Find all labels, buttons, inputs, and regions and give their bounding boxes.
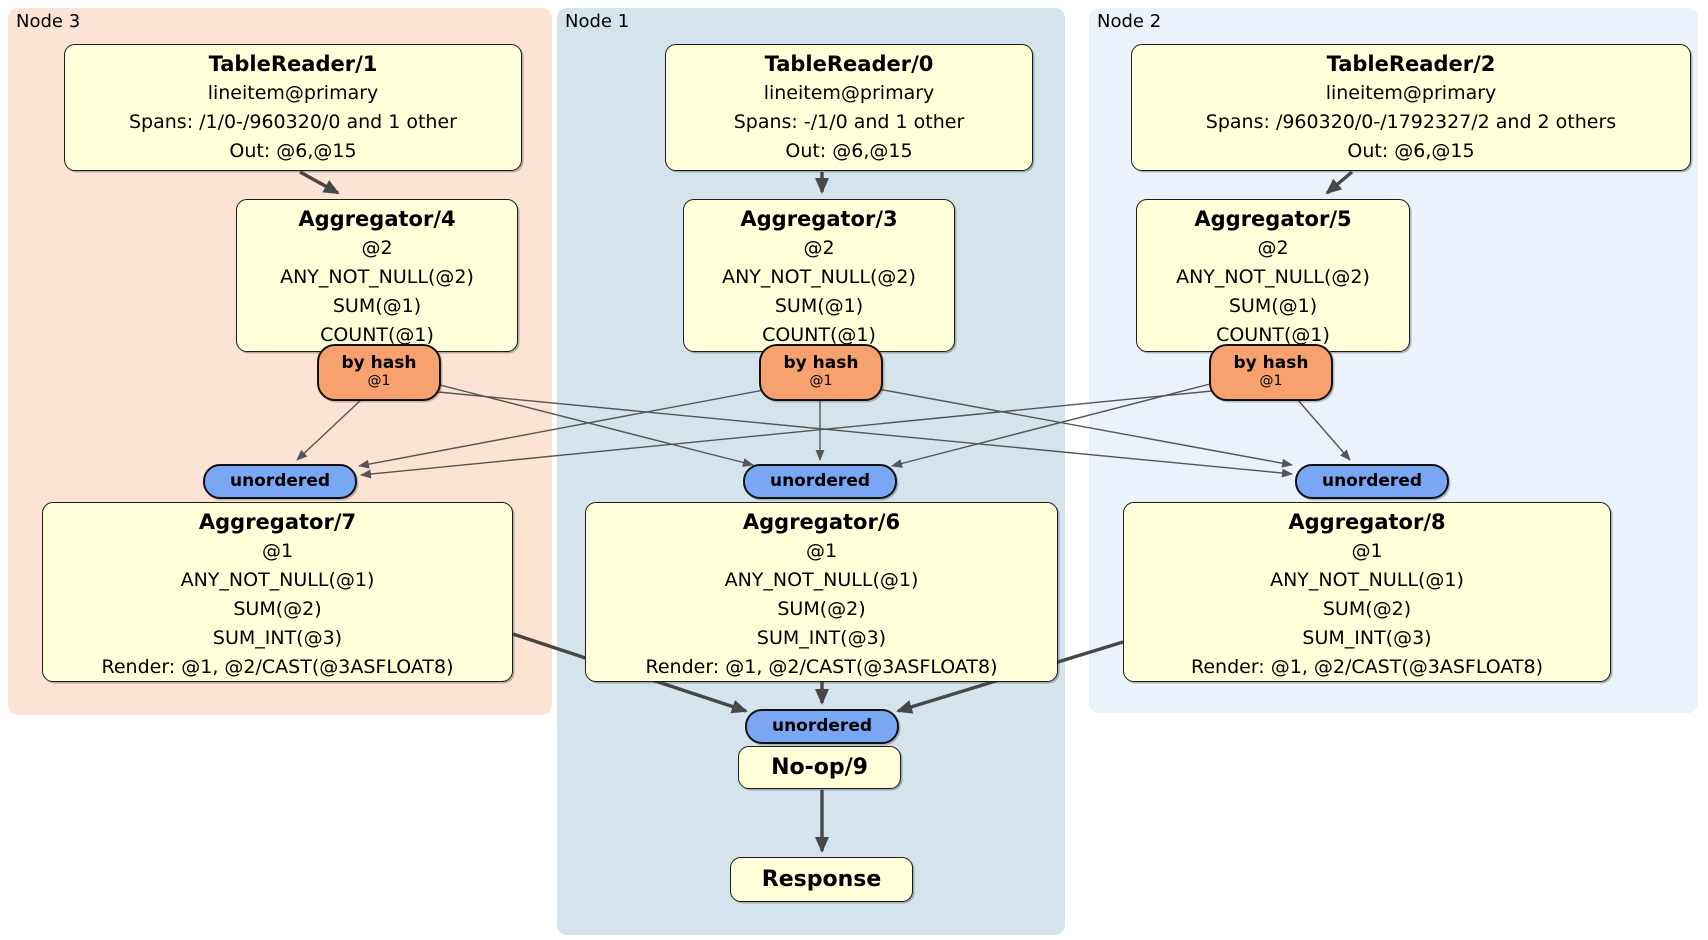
- stream-sync-unordered-final: unordered: [745, 709, 899, 744]
- processor-title: Response: [761, 867, 882, 892]
- processor-aggregator-6: Aggregator/6 @1 ANY_NOT_NULL(@1) SUM(@2)…: [585, 502, 1058, 682]
- edge-router4-stream-left: [296, 398, 363, 461]
- processor-detail: SUM_INT(@3): [212, 627, 343, 649]
- processor-detail: @2: [1257, 237, 1289, 259]
- processor-title: No-op/9: [771, 755, 868, 780]
- processor-detail: SUM(@1): [332, 295, 422, 317]
- processor-tablereader-0: TableReader/0 lineitem@primary Spans: -/…: [665, 44, 1033, 171]
- processor-detail: SUM_INT(@3): [756, 627, 887, 649]
- edge-router5-stream-right: [1296, 398, 1351, 461]
- processor-detail: SUM_INT(@3): [1302, 627, 1432, 649]
- processor-detail: ANY_NOT_NULL(@1): [180, 569, 375, 591]
- router-hash-key: @1: [1259, 373, 1283, 389]
- processor-detail: @1: [261, 540, 294, 562]
- processor-detail: ANY_NOT_NULL(@2): [1176, 266, 1370, 288]
- processor-tablereader-1: TableReader/1 lineitem@primary Spans: /1…: [64, 44, 522, 171]
- processor-detail: Out: @6,@15: [1347, 140, 1475, 162]
- processor-detail: lineitem@primary: [207, 82, 379, 104]
- edge-router3-stream-right: [877, 388, 1293, 468]
- router-by-hash-4: by hash @1: [317, 344, 441, 401]
- processor-aggregator-7: Aggregator/7 @1 ANY_NOT_NULL(@1) SUM(@2)…: [42, 502, 513, 682]
- processor-detail: SUM(@2): [1322, 598, 1412, 620]
- processor-detail: @2: [803, 237, 835, 259]
- stream-sync-unordered-right: unordered: [1295, 464, 1449, 499]
- processor-detail: SUM(@2): [233, 598, 322, 620]
- processor-detail: @2: [361, 237, 393, 259]
- processor-detail: COUNT(@1): [762, 324, 876, 346]
- stream-sync-unordered-middle: unordered: [743, 464, 897, 499]
- processor-detail: Render: @1, @2/CAST(@3ASFLOAT8): [101, 656, 454, 678]
- processor-title: TableReader/0: [764, 52, 934, 76]
- processor-title: Aggregator/8: [1288, 510, 1446, 534]
- processor-title: Aggregator/3: [740, 207, 898, 231]
- router-by-hash-5: by hash @1: [1209, 344, 1333, 401]
- processor-detail: COUNT(@1): [1216, 324, 1330, 346]
- processor-title: TableReader/1: [208, 52, 378, 76]
- region-label-node-2: Node 2: [1097, 11, 1162, 32]
- edge-tablereader1-aggregator4: [299, 170, 340, 195]
- processor-detail: ANY_NOT_NULL(@2): [722, 266, 916, 288]
- region-label-node-3: Node 3: [16, 11, 81, 32]
- processor-noop-9: No-op/9: [738, 746, 901, 789]
- processor-detail: COUNT(@1): [320, 324, 434, 346]
- processor-detail: ANY_NOT_NULL(@1): [724, 569, 919, 591]
- processor-detail: lineitem@primary: [763, 82, 935, 104]
- processor-detail: SUM(@2): [777, 598, 866, 620]
- processor-aggregator-3: Aggregator/3 @2 ANY_NOT_NULL(@2) SUM(@1)…: [683, 199, 955, 352]
- stream-sync-unordered-left: unordered: [203, 464, 357, 499]
- processor-tablereader-2: TableReader/2 lineitem@primary Spans: /9…: [1131, 44, 1691, 171]
- processor-aggregator-4: Aggregator/4 @2 ANY_NOT_NULL(@2) SUM(@1)…: [236, 199, 518, 352]
- processor-detail: Render: @1, @2/CAST(@3ASFLOAT8): [1191, 656, 1543, 678]
- edge-router5-stream-mid: [891, 383, 1211, 468]
- router-hash-key: @1: [809, 373, 833, 389]
- processor-detail: Out: @6,@15: [229, 140, 357, 162]
- processor-detail: Render: @1, @2/CAST(@3ASFLOAT8): [645, 656, 998, 678]
- edge-router5-stream-left: [360, 390, 1213, 479]
- processor-title: Aggregator/6: [742, 510, 901, 534]
- region-label-node-1: Node 1: [565, 11, 630, 32]
- router-label: by hash: [1233, 353, 1309, 373]
- processor-detail: Out: @6,@15: [785, 140, 913, 162]
- processor-title: Aggregator/7: [198, 510, 357, 534]
- processor-detail: ANY_NOT_NULL(@1): [1270, 569, 1464, 591]
- router-by-hash-3: by hash @1: [759, 344, 883, 401]
- processor-aggregator-5: Aggregator/5 @2 ANY_NOT_NULL(@2) SUM(@1)…: [1136, 199, 1410, 352]
- processor-detail: @1: [805, 540, 838, 562]
- edge-tablereader2-aggregator5: [1325, 170, 1354, 195]
- processor-detail: ANY_NOT_NULL(@2): [280, 266, 474, 288]
- processor-detail: Spans: /960320/0-/1792327/2 and 2 others: [1205, 111, 1617, 133]
- router-hash-key: @1: [367, 373, 391, 389]
- processor-detail: Spans: -/1/0 and 1 other: [733, 111, 965, 133]
- edge-router4-stream-right: [437, 391, 1293, 478]
- processor-detail: lineitem@primary: [1325, 82, 1497, 104]
- router-label: by hash: [783, 353, 859, 373]
- edge-router3-stream-left: [358, 389, 765, 469]
- processor-detail: SUM(@1): [774, 295, 864, 317]
- processor-title: Aggregator/5: [1194, 207, 1352, 231]
- processor-detail: SUM(@1): [1228, 295, 1318, 317]
- processor-title: Aggregator/4: [298, 207, 456, 231]
- router-label: by hash: [341, 353, 417, 373]
- processor-title: TableReader/2: [1326, 52, 1496, 76]
- processor-detail: @1: [1351, 540, 1383, 562]
- processor-response: Response: [730, 857, 913, 902]
- processor-detail: Spans: /1/0-/960320/0 and 1 other: [129, 111, 457, 133]
- processor-aggregator-8: Aggregator/8 @1 ANY_NOT_NULL(@1) SUM(@2)…: [1123, 502, 1611, 682]
